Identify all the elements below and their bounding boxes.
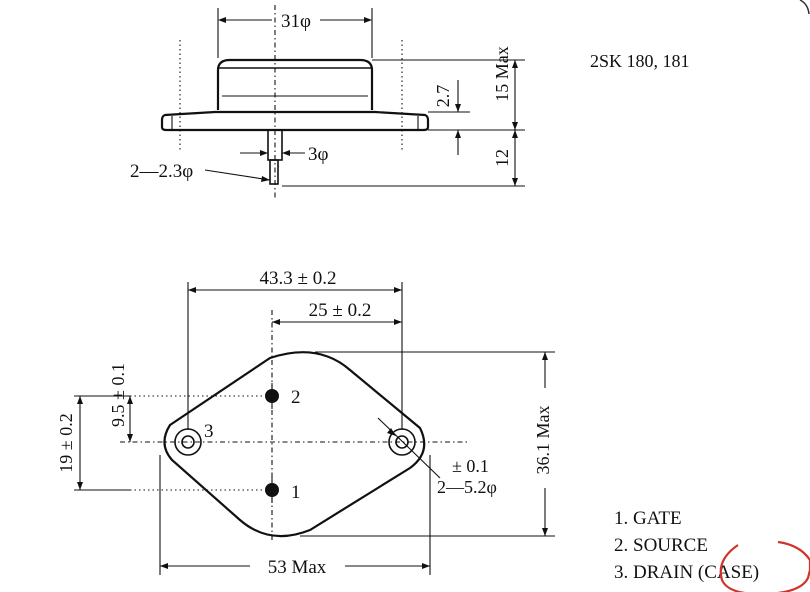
corner-annotation-mark [799,0,810,15]
dim-pin-arrow [261,176,270,182]
dim-width-label: 53 Max [268,557,327,578]
dim15-arrow-top [512,60,518,68]
dim31-arrow-left [218,17,226,23]
dim15-arrow-bottom [512,122,518,130]
pin-label-2: 2 [291,387,301,408]
legend-item-gate: 1. GATE [614,508,682,529]
dim3-arrow-right [282,150,290,156]
dim433-arrow-left [188,287,196,293]
dim25-arrow-left [272,319,280,325]
dim95-arrow-top [127,396,133,404]
dim-pin-dia-label: 2—2.3φ [130,161,193,182]
dim-lead-dia-label: 3φ [308,144,329,165]
pin-legend: 1. GATE 2. SOURCE 3. DRAIN (CASE) [614,508,759,583]
dim19-arrow-bottom [77,482,83,490]
lead-pin [269,159,279,185]
dim-height-left-label: 19 ± 0.2 [56,413,76,472]
bottom-view: 2 1 3 43.3 ± 0.2 25 ± 0.2 9.5 ± 0.1 19 ±… [56,268,558,578]
dim53-arrow-right [422,563,430,569]
mount-hole-left-inner [181,435,195,449]
cap-outline [216,58,374,110]
pin-label-1: 1 [291,482,301,503]
package-body-outline [163,351,426,538]
dim-height-max-label: 15 Max [492,46,512,102]
part-number: 2SK 180, 181 [590,51,690,71]
dim361-arrow-bottom [542,528,548,536]
dim361-label-bg [532,388,558,488]
dim-height-right-label: 36.1 Max [533,406,553,475]
dim-pin-vertical-label: 9.5 ± 0.1 [108,363,128,427]
legend-item-drain: 3. DRAIN (CASE) [614,562,759,583]
pin-label-3: 3 [204,421,214,442]
dim3-arrow-left [260,150,268,156]
side-view: 31φ 15 Max 2.7 12 3φ 2—2.3φ [130,5,525,200]
dim27-arrow-top [455,104,461,112]
dim-hole-tol-label: ± 0.1 [452,456,489,476]
flange-outline [160,110,430,132]
dim53-arrow-left [160,563,168,569]
hole-leader-arrow [387,428,396,436]
dim31-arrow-right [364,17,372,23]
hole-leader [377,417,441,479]
dim12-arrow-bottom [512,178,518,186]
dim-pin-offset-label: 25 ± 0.2 [309,300,372,321]
dim-flange-label: 2.7 [433,85,453,108]
dim361-arrow-top [542,352,548,360]
dim95-arrow-bottom [127,434,133,442]
dim-hole-spacing-label: 43.3 ± 0.2 [260,268,337,289]
dim-pin-leader [204,169,271,181]
red-annotation-circle [719,540,810,592]
dim-hole-dia-label: 2—5.2φ [437,477,497,497]
dim27-arrow-bottom [455,130,461,138]
dim-lead-length-label: 12 [492,149,512,167]
dim433-arrow-right [394,287,402,293]
dim25-arrow-right [394,319,402,325]
legend-item-source: 2. SOURCE [614,535,708,556]
dim19-arrow-top [77,396,83,404]
dim12-arrow-top [512,130,518,138]
dim-diameter-label: 31φ [281,11,311,32]
